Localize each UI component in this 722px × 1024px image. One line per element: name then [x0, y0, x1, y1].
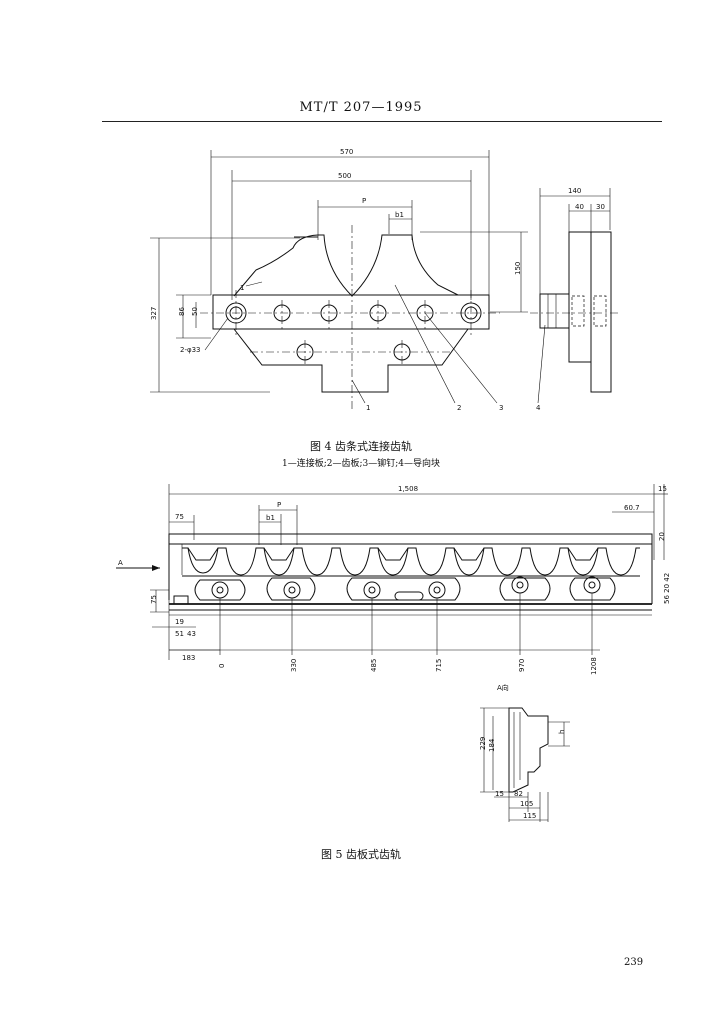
dim-60-7: 60.7 — [624, 504, 640, 512]
dim-500: 500 — [338, 172, 351, 180]
dim-right-stack: 56 20 42 — [663, 573, 671, 604]
pos-1208: 1208 — [590, 657, 598, 675]
dim-75b: 75 — [150, 595, 158, 604]
dim-19: 19 — [175, 618, 184, 626]
pos-970: 970 — [518, 659, 526, 672]
aview-15: 15 — [495, 790, 504, 798]
dim-50: 50 — [191, 307, 199, 316]
aview-82: 82 — [514, 790, 523, 798]
dim-570: 570 — [340, 148, 353, 156]
dim-b1-5: b1 — [266, 514, 275, 522]
dim-40: 40 — [575, 203, 584, 211]
header-rule — [102, 121, 662, 122]
pos-330: 330 — [290, 659, 298, 672]
callout-4: 4 — [536, 404, 541, 412]
dim-1508: 1,508 — [398, 485, 418, 493]
dim-75a: 75 — [175, 513, 184, 521]
dim-holes: 2-φ33 — [180, 346, 201, 354]
dim-15: 15 — [658, 485, 667, 493]
dim-327: 327 — [150, 307, 158, 320]
aview-115: 115 — [523, 812, 536, 820]
figure-5-caption: 图 5 齿板式齿轨 — [321, 848, 401, 861]
callout-2: 2 — [457, 404, 461, 412]
dim-b1: b1 — [395, 211, 404, 219]
view-a-label: A向 — [497, 683, 509, 692]
dim-43: 43 — [187, 630, 196, 638]
figure-4-caption: 图 4 齿条式连接齿轨 — [310, 440, 412, 453]
aview-105: 105 — [520, 800, 533, 808]
pos-485: 485 — [370, 659, 378, 672]
dim-183: 183 — [182, 654, 195, 662]
aview-229: 229 — [479, 737, 487, 750]
pos-715: 715 — [435, 659, 443, 672]
figure-4-legend: 1—连接板;2—齿板;3—铆钉;4—导向块 — [281, 459, 440, 469]
dim-20: 20 — [658, 532, 666, 541]
dim-pitch-p: P — [362, 197, 366, 205]
dim-150: 150 — [514, 262, 522, 275]
page-number: 239 — [624, 957, 644, 968]
callout-1: 1 — [240, 284, 244, 292]
arrow-a: A — [118, 559, 123, 567]
dim-51: 51 — [175, 630, 184, 638]
dim-140: 140 — [568, 187, 581, 195]
dim-86: 86 — [178, 307, 186, 316]
aview-h: h — [558, 730, 566, 734]
aview-184: 184 — [488, 738, 496, 752]
dim-pitch-p5: P — [277, 501, 281, 509]
callout-1b: 1 — [366, 404, 370, 412]
callout-3: 3 — [499, 404, 503, 412]
dim-30: 30 — [596, 203, 605, 211]
pos-0: 0 — [218, 664, 226, 668]
standard-header: MT/T 207—1995 — [299, 100, 423, 115]
